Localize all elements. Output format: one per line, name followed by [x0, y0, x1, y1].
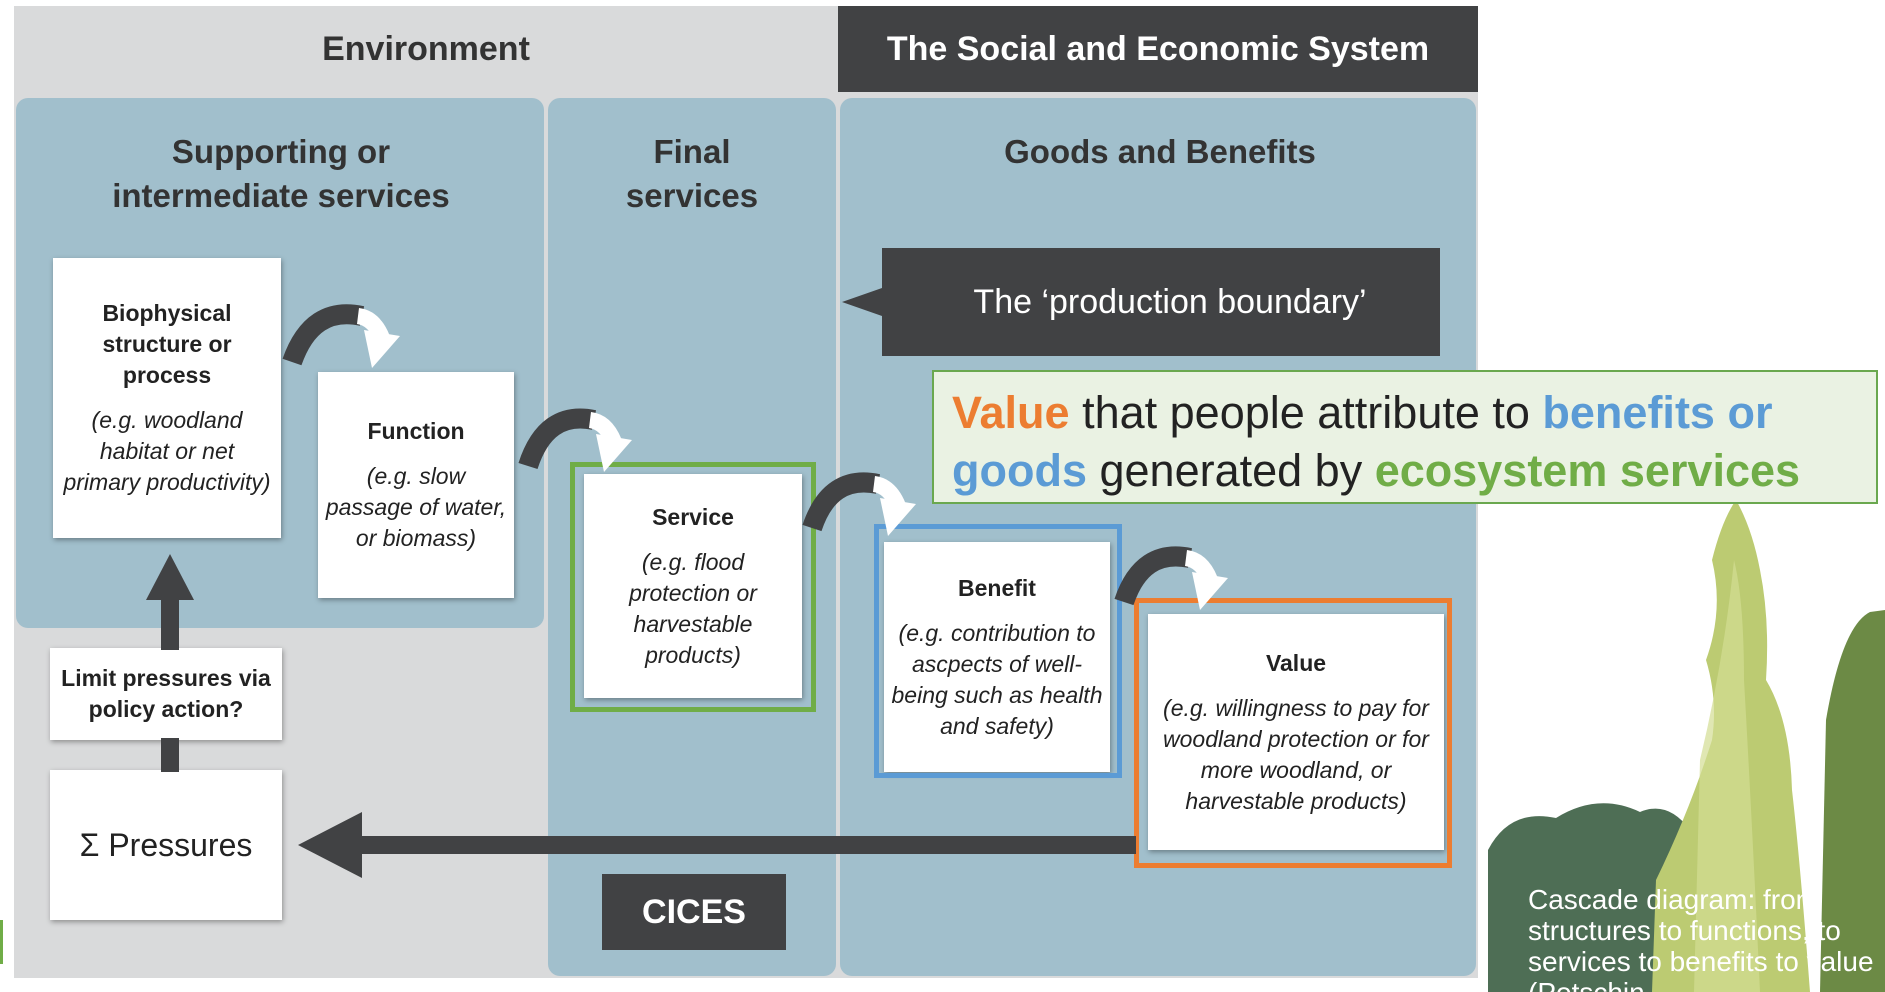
biophysical-box: Biophysical structure or process (e.g. w…	[53, 258, 281, 538]
benefit-detail: (e.g. contribution to ascpects of well-b…	[891, 619, 1103, 739]
goods-benefits-title: Goods and Benefits	[1004, 133, 1316, 170]
service-detail: (e.g. flood protection or harvestable pr…	[629, 548, 757, 668]
service-highlight-frame	[570, 462, 816, 712]
function-detail: (e.g. slow passage of water, or biomass)	[325, 463, 507, 551]
final-services-title: Final services	[625, 133, 759, 214]
value-note-text-2: generated by	[1086, 445, 1375, 496]
service-box: Service (e.g. flood protection or harves…	[584, 474, 802, 698]
limit-pressures-label: Limit pressures via policy action?	[61, 665, 271, 722]
value-note-benefits: benefits or goods	[952, 387, 1773, 496]
value-note-text-1: that people attribute to	[1069, 387, 1543, 438]
value-detail: (e.g. willingness to pay for woodland pr…	[1163, 694, 1429, 814]
pressures-box: Σ Pressures	[50, 770, 282, 920]
limit-pressures-box: Limit pressures via policy action?	[50, 648, 282, 740]
function-title: Function	[367, 418, 465, 444]
value-title: Value	[1265, 649, 1327, 676]
biophysical-detail: (e.g. woodland habitat or net primary pr…	[63, 407, 271, 495]
cices-label: CICES	[602, 874, 786, 950]
benefit-title: Benefit	[958, 574, 1036, 601]
function-box: Function (e.g. slow passage of water, or…	[318, 372, 514, 598]
production-boundary-label: The ‘production boundary’	[973, 282, 1367, 321]
left-edge-mark	[0, 920, 3, 964]
value-highlight-frame	[1134, 598, 1452, 868]
pressures-label: Σ Pressures	[79, 826, 253, 863]
value-note: Value that people attribute to benefits …	[932, 370, 1878, 504]
biophysical-title: Biophysical structure or process	[102, 300, 232, 388]
diagram-caption: Cascade diagram: from structures to func…	[1528, 884, 1885, 992]
benefit-box: Benefit (e.g. contribution to ascpects o…	[884, 542, 1110, 772]
social-economic-header: The Social and Economic System	[838, 6, 1478, 92]
environment-header: Environment	[14, 6, 838, 92]
supporting-services-title: Supporting or intermediate services	[112, 133, 450, 214]
value-note-value: Value	[952, 387, 1070, 438]
value-note-ecosystem-services: ecosystem services	[1374, 445, 1801, 496]
service-title: Service	[652, 503, 734, 530]
diagram-caption-text: Cascade diagram: from structures to func…	[1528, 884, 1874, 992]
value-box: Value (e.g. willingness to pay for woodl…	[1148, 614, 1444, 850]
benefit-highlight-frame	[874, 524, 1122, 778]
